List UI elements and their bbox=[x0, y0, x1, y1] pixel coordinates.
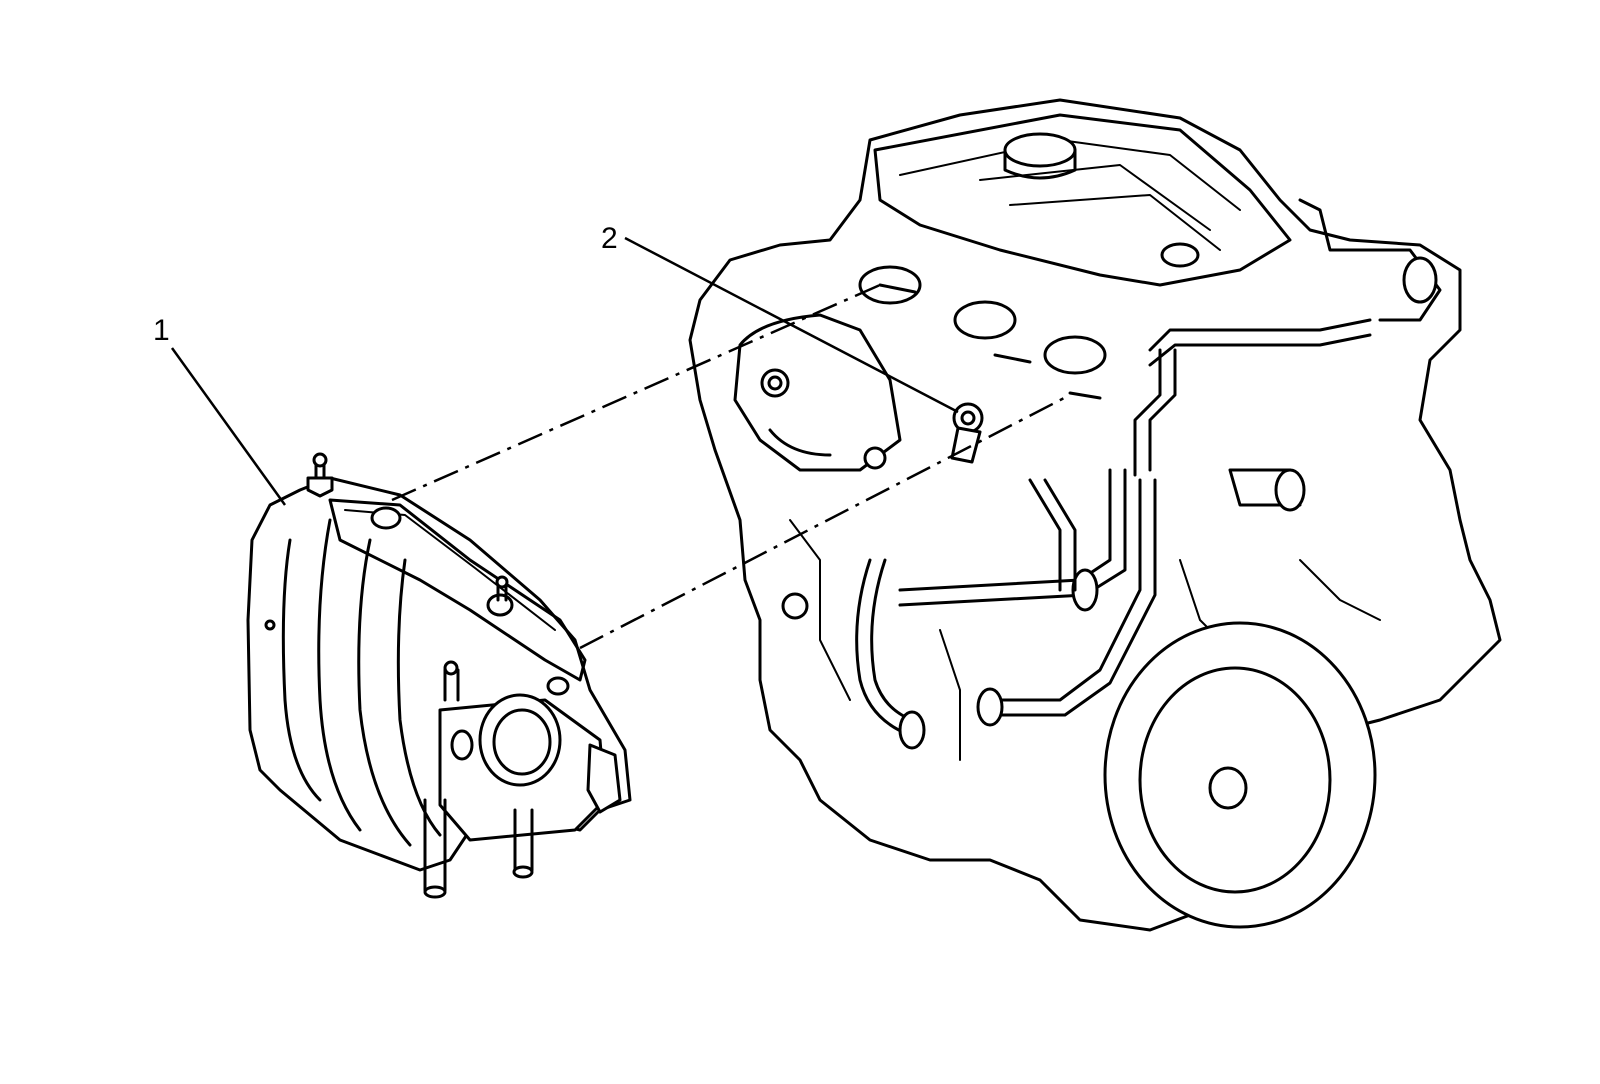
callout-1-number: 1 bbox=[153, 314, 170, 347]
alignment-line-upper bbox=[391, 283, 881, 502]
engine-assembly bbox=[688, 98, 1502, 932]
flywheel bbox=[1103, 621, 1377, 929]
callout-1-leader bbox=[170, 347, 287, 506]
callout-1: 1 bbox=[153, 314, 287, 506]
callout-2-number: 2 bbox=[601, 222, 618, 255]
callout-2: 2 bbox=[601, 222, 959, 414]
throttle-body bbox=[423, 660, 622, 899]
callout-2-leader bbox=[624, 236, 959, 414]
